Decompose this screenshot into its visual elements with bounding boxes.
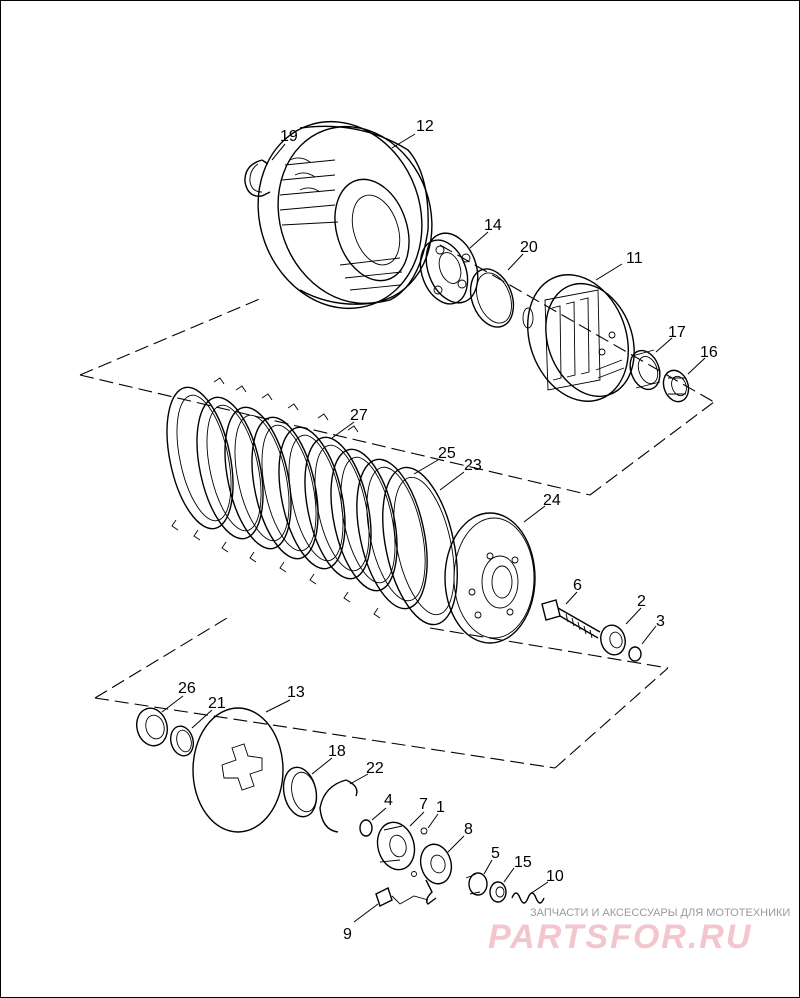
callout-1: 1	[436, 799, 445, 816]
clutch-shell-part	[257, 120, 433, 310]
snap-ring-19	[244, 159, 271, 197]
callout-labels: 19 12 14 20 11 17 16 27 25 23 24 6 2 3 2…	[178, 118, 718, 943]
callout-3: 3	[656, 613, 665, 630]
clutch-hub-part	[522, 274, 635, 402]
snap-ring-22	[319, 779, 358, 833]
callout-15: 15	[514, 854, 532, 871]
bushing-5	[465, 872, 488, 896]
callout-16: 16	[700, 344, 718, 361]
pressure-plate-part	[444, 512, 536, 644]
callout-11: 11	[626, 250, 643, 267]
bushing-17	[629, 349, 661, 391]
callout-23: 23	[464, 457, 482, 474]
callout-9: 9	[343, 926, 352, 943]
watermark-logo: PARTSFOR.RU	[488, 918, 752, 956]
spring-cup-15	[489, 881, 507, 903]
callout-26: 26	[178, 680, 196, 697]
lower-dashed-frame	[94, 614, 669, 769]
watermark: ЗАПЧАСТИ И АКСЕССУАРЫ ДЛЯ МОТОТЕХНИКИ PA…	[488, 907, 790, 956]
callout-22: 22	[366, 760, 384, 777]
upper-dashed-frame	[79, 244, 715, 496]
clutch-plate-stack	[166, 377, 458, 626]
callout-12: 12	[416, 118, 434, 135]
ring-21	[169, 725, 195, 757]
callout-8: 8	[464, 821, 473, 838]
seal-26	[135, 707, 169, 747]
callout-20: 20	[520, 239, 538, 256]
callout-13: 13	[287, 684, 305, 701]
callout-18: 18	[328, 743, 346, 760]
callout-6: 6	[573, 577, 582, 594]
coupling-9	[375, 887, 393, 907]
adjusting-screw-6	[541, 599, 601, 639]
callout-4: 4	[384, 792, 393, 809]
diaphragm-spring-13	[192, 707, 284, 833]
ball-1	[420, 827, 428, 835]
callout-27: 27	[350, 407, 368, 424]
ring-4	[359, 819, 373, 837]
spring-10	[511, 892, 545, 904]
retaining-ring-20	[469, 268, 515, 328]
release-ramp-7	[376, 821, 416, 871]
bearing-part	[419, 232, 479, 305]
hub-nut-16	[662, 369, 690, 403]
callout-19: 19	[280, 128, 298, 145]
callout-14: 14	[484, 217, 502, 234]
callout-10: 10	[546, 868, 564, 885]
callout-17: 17	[668, 324, 686, 341]
jam-nut-2	[600, 624, 626, 656]
callout-25: 25	[438, 445, 456, 462]
leader-lines	[161, 133, 706, 923]
callout-24: 24	[543, 492, 561, 509]
callout-7: 7	[419, 796, 428, 813]
release-ramp-8	[419, 843, 453, 905]
small-ring-3	[628, 646, 642, 662]
callout-5: 5	[491, 845, 500, 862]
callout-21: 21	[208, 695, 226, 712]
callout-2: 2	[637, 593, 646, 610]
watermark-tagline: ЗАПЧАСТИ И АКСЕССУАРЫ ДЛЯ МОТОТЕХНИКИ	[530, 907, 790, 919]
